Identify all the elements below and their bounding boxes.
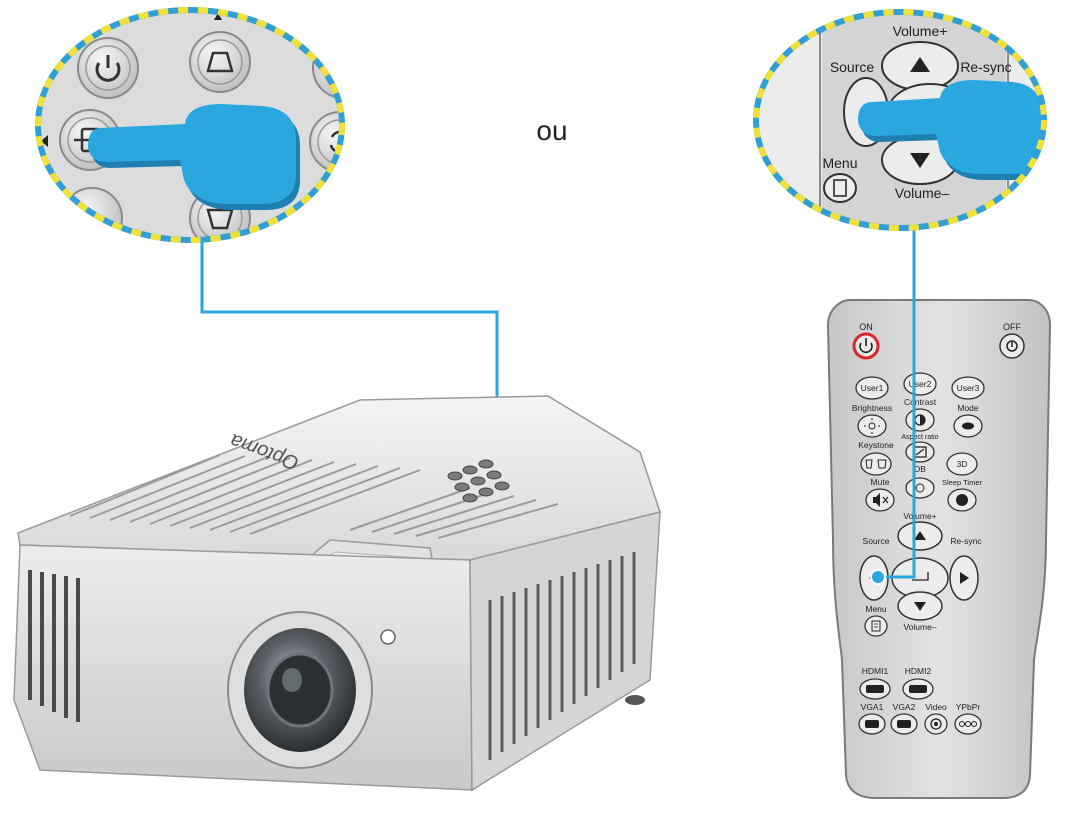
zoom-resync-label: Re-sync: [960, 59, 1011, 75]
leader-line-remote: [874, 228, 916, 579]
keystone-up-icon: [189, 31, 251, 93]
projector: Optoma: [13, 395, 661, 792]
projector-foot: [625, 695, 645, 705]
remote-volume-down-label: Volume–: [903, 622, 936, 632]
remote-user3-label: User3: [957, 383, 980, 393]
remote-on-label: ON: [859, 322, 873, 332]
remote-right-button[interactable]: [949, 555, 979, 601]
remote-volume-down-button[interactable]: [897, 591, 943, 621]
remote-vga1-label: VGA1: [861, 702, 884, 712]
remote-off-button[interactable]: [999, 333, 1025, 359]
remote-hdmi2-label: HDMI2: [905, 666, 932, 676]
remote-user1-label: User1: [861, 383, 884, 393]
remote-aspect-ratio-button[interactable]: [905, 441, 935, 463]
remote-ypbpr-label: YPbPr: [956, 702, 981, 712]
remote-user2-button[interactable]: User2: [903, 372, 937, 396]
remote-zoom-callout: Volume+ Source Re-sync Menu Volume: [753, 9, 1047, 231]
remote-source-label: Source: [863, 536, 890, 546]
remote-vga2-label: VGA2: [893, 702, 916, 712]
remote-contrast-button[interactable]: [905, 408, 935, 432]
remote-vga1-button[interactable]: [858, 713, 886, 735]
zoom-volume-up-button: [881, 41, 959, 91]
pointing-hand-icon: [858, 80, 1044, 180]
zoom-menu-label: Menu: [822, 155, 857, 171]
remote-user3-button[interactable]: User3: [951, 376, 985, 400]
remote-mute-button[interactable]: [865, 488, 895, 512]
remote-contrast-label: Contrast: [904, 397, 937, 407]
remote-hdmi2-button[interactable]: [902, 678, 934, 700]
remote-hdmi1-label: HDMI1: [862, 666, 889, 676]
zoom-volume-up-label: Volume+: [893, 23, 948, 39]
remote-brightness-button[interactable]: [857, 414, 887, 438]
remote-off-label: OFF: [1003, 322, 1021, 332]
zoom-source-label: Source: [830, 59, 875, 75]
power-icon: [77, 37, 139, 99]
remote-video-label: Video: [925, 702, 947, 712]
remote-on-button[interactable]: [852, 332, 880, 360]
zoom-menu-button: [823, 173, 857, 203]
remote-mode-label: Mode: [957, 403, 979, 413]
remote-hdmi1-button[interactable]: [859, 678, 891, 700]
projector-lens: [227, 611, 373, 769]
remote-menu-button[interactable]: [864, 615, 888, 637]
keypad-zoom-callout: [35, 7, 345, 243]
remote-user2-label: User2: [909, 379, 932, 389]
remote-mute-label: Mute: [871, 477, 890, 487]
remote-sleep-timer-button[interactable]: [947, 488, 977, 512]
remote-video-button[interactable]: [924, 713, 948, 735]
remote-volume-up-button[interactable]: [897, 521, 943, 551]
zoom-volume-down-label: Volume–: [895, 185, 950, 201]
remote-sleep-timer-label: Sleep Timer: [942, 478, 983, 487]
ir-sensor: [380, 629, 396, 645]
projector-keypad: [447, 459, 510, 503]
remote-mode-button[interactable]: [953, 414, 983, 438]
remote-db-label: DB: [914, 464, 926, 474]
remote-resync-label: Re-sync: [950, 536, 982, 546]
remote-db-button[interactable]: [905, 477, 935, 499]
separator-text: ou: [536, 115, 567, 146]
remote-3d-button[interactable]: 3D: [946, 452, 978, 476]
remote-keystone-label: Keystone: [858, 440, 894, 450]
remote-keystone-button[interactable]: [860, 452, 892, 476]
remote-control: ON OFF User1 User2 User3 Brightness Cont…: [826, 299, 1052, 799]
remote-brightness-label: Brightness: [852, 403, 892, 413]
leader-dot-remote: [870, 569, 886, 585]
remote-3d-label: 3D: [957, 459, 968, 469]
remote-volume-up-label: Volume+: [903, 511, 936, 521]
remote-aspect-ratio-label: Aspect ratio: [902, 434, 939, 441]
remote-user1-button[interactable]: User1: [855, 376, 889, 400]
remote-vga2-button[interactable]: [890, 713, 918, 735]
remote-menu-label: Menu: [865, 604, 887, 614]
pointing-hand-icon: [88, 104, 300, 210]
remote-ypbpr-button[interactable]: [954, 713, 982, 735]
